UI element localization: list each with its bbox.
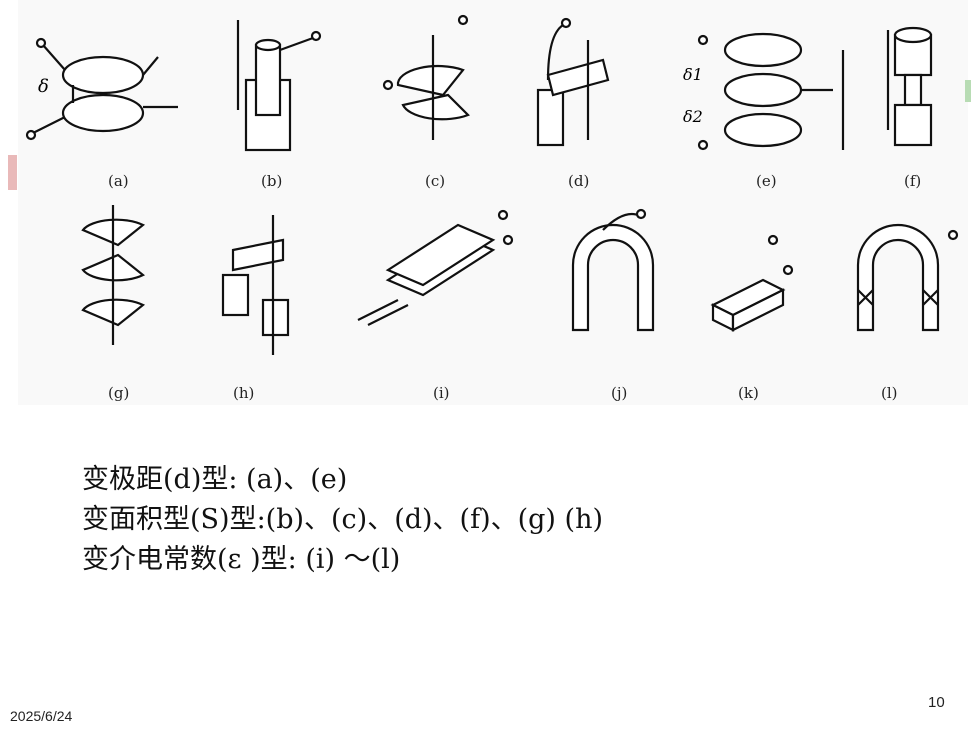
label-f: (f)	[904, 172, 922, 190]
label-c: (c)	[425, 172, 446, 190]
label-a: (a)	[108, 172, 129, 190]
footer-date: 2025/6/24	[10, 708, 73, 724]
label-h: (h)	[233, 384, 255, 402]
diagram-l	[856, 223, 959, 332]
page-number: 10	[928, 694, 945, 711]
capacitor-illustrations: δ	[25, 14, 959, 355]
delta-symbol: δ	[38, 76, 49, 97]
label-g: (g)	[108, 384, 130, 402]
text-line-variable-dielectric: 变介电常数(ε )型: (i) ～(l)	[82, 544, 401, 575]
diagram-j	[571, 208, 655, 332]
decorative-green-bar	[965, 80, 971, 102]
text-line-variable-area: 变面积型(S)型:(b)、(c)、(d)、(f)、(g) (h)	[82, 504, 604, 535]
delta2-symbol: δ2	[683, 107, 703, 126]
diagram-f	[886, 26, 933, 147]
diagram-k	[710, 234, 794, 332]
text-line-variable-gap: 变极距(d)型: (a)、(e)	[82, 464, 348, 495]
diagram-e	[697, 32, 845, 151]
label-e: (e)	[756, 172, 777, 190]
diagram-h	[221, 215, 290, 355]
label-i: (i)	[433, 384, 450, 402]
label-k: (k)	[738, 384, 759, 402]
diagram-i	[357, 209, 514, 326]
delta1-symbol: δ1	[683, 65, 703, 84]
label-l: (l)	[881, 384, 898, 402]
diagram-b	[236, 20, 322, 152]
diagram-d	[536, 17, 610, 147]
decorative-red-bar	[8, 155, 17, 190]
diagram-g	[81, 205, 146, 345]
label-b: (b)	[261, 172, 283, 190]
classification-text: 变极距(d)型: (a)、(e) 变面积型(S)型:(b)、(c)、(d)、(f…	[82, 460, 603, 580]
label-j: (j)	[611, 384, 628, 402]
diagram-a	[25, 37, 178, 141]
diagram-c	[382, 14, 470, 140]
label-d: (d)	[568, 172, 590, 190]
capacitor-diagram-figure: δ	[18, 0, 968, 405]
